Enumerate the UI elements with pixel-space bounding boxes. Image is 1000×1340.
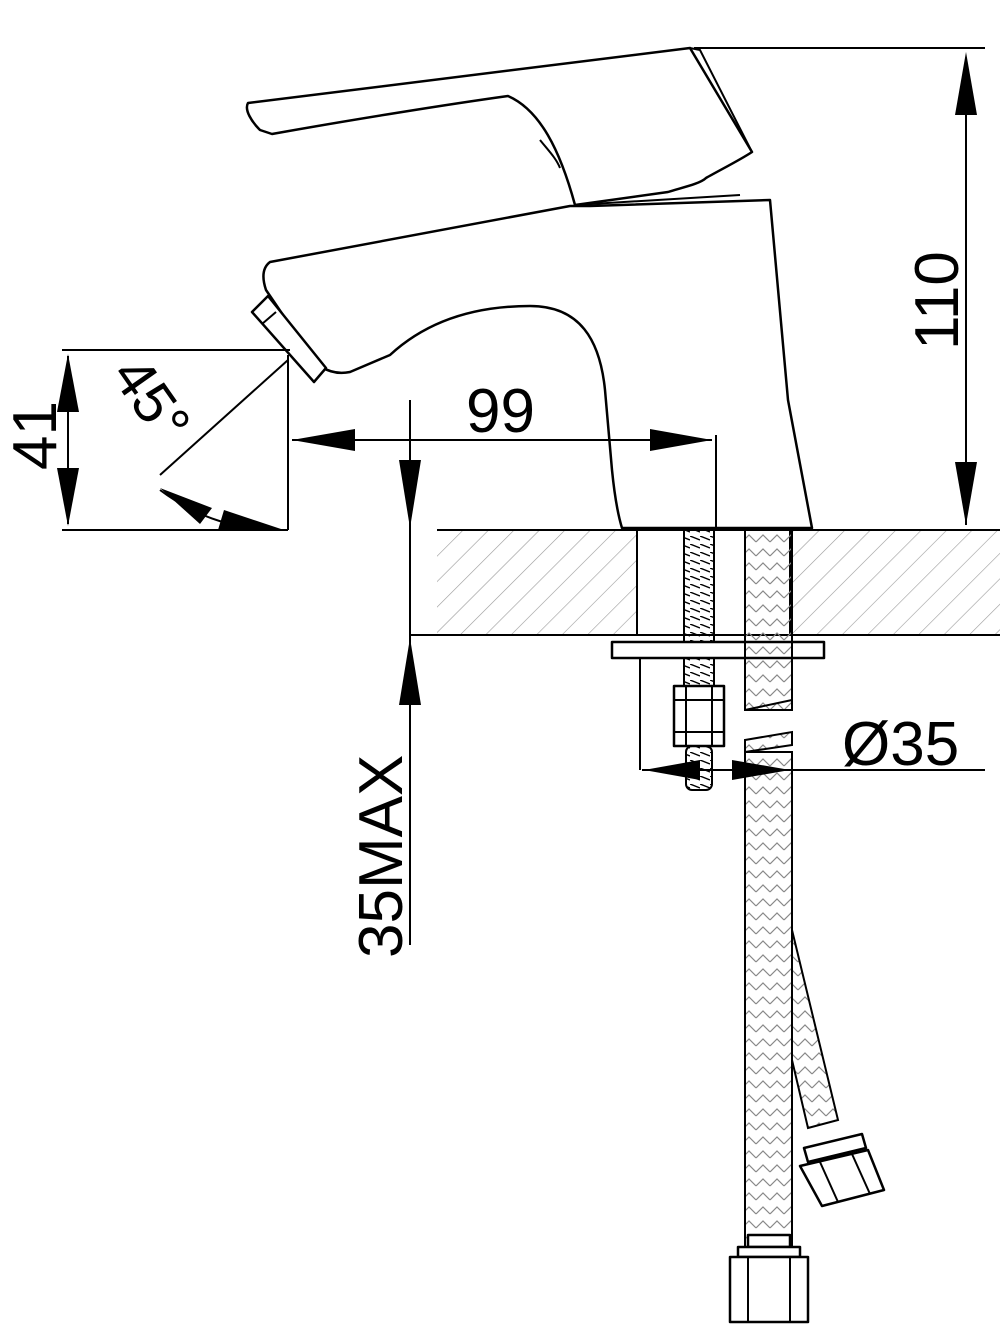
- threaded-stud: [672, 529, 726, 791]
- countertop: [410, 529, 1000, 636]
- spout-height-label: 41: [1, 401, 70, 470]
- dimension-max-thickness: 35MAX: [347, 400, 421, 958]
- max-thickness-label: 35MAX: [347, 755, 416, 958]
- dimension-height: 110: [694, 47, 985, 525]
- angle-label: 45°: [99, 345, 203, 454]
- faucet-lever-handle: [245, 46, 754, 207]
- flexible-hose-main: [728, 529, 810, 1324]
- hole-diameter-label: Ø35: [842, 710, 959, 779]
- dimension-hole-diameter: Ø35: [642, 710, 985, 780]
- reach-label: 99: [466, 377, 535, 446]
- height-label: 110: [903, 251, 972, 350]
- faucet-body: [250, 194, 814, 530]
- dimension-angle: 45°: [99, 345, 289, 531]
- dimension-spout-height: 41: [1, 349, 290, 531]
- dimension-reach: 99: [287, 355, 717, 530]
- flexible-hose-secondary: [791, 929, 886, 1208]
